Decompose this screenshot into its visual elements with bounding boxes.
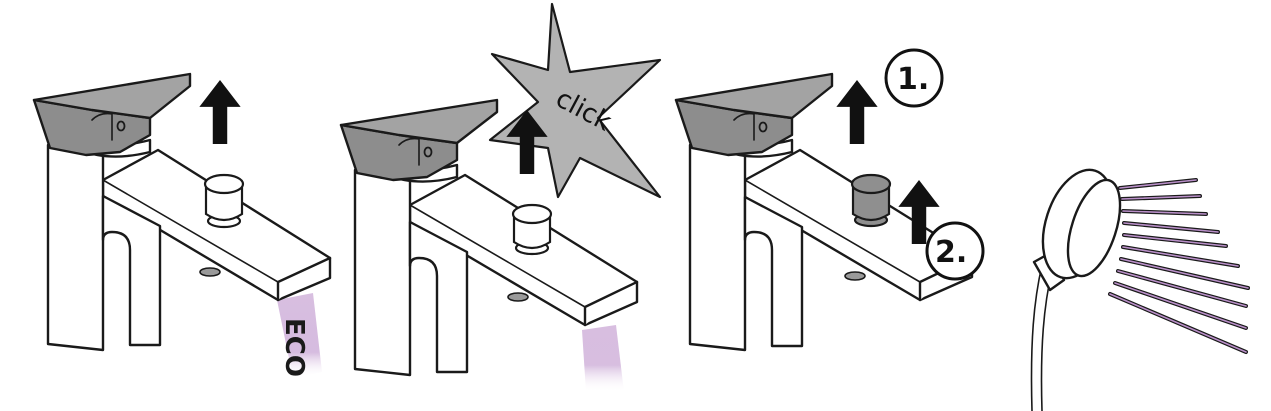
shower-spray [1110,180,1248,352]
faucet-panel-click: click [341,4,660,392]
water-stream [582,325,624,392]
faucet-panel-steps: 1. 2. [676,50,983,350]
eco-label: ECO [279,318,309,377]
svg-text:1.: 1. [897,62,929,97]
up-arrow-icon [199,80,240,144]
up-arrow-icon [836,80,877,144]
svg-text:2.: 2. [935,235,967,270]
faucet-panel-eco: ECO [34,74,330,378]
aerator [508,293,528,301]
aerator [845,272,865,280]
hand-shower-icon [1030,161,1248,411]
aerator [200,268,220,276]
step-2-badge: 2. [927,223,983,279]
step-1-badge: 1. [886,50,942,106]
